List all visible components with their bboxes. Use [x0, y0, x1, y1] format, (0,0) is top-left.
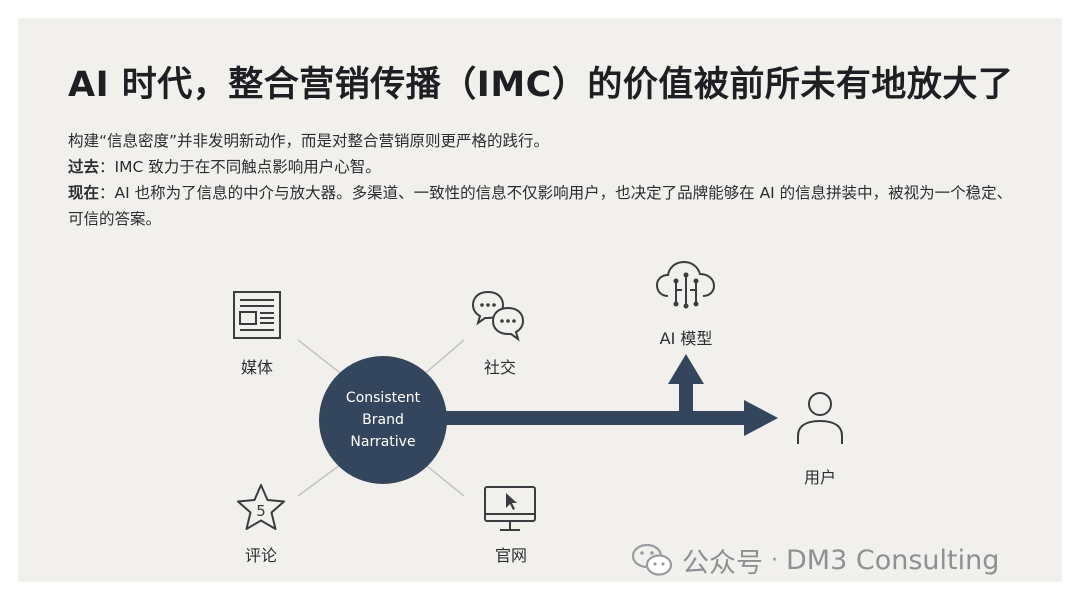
- website-label: 官网: [494, 546, 528, 565]
- wechat-icon: [631, 543, 673, 576]
- past-text: IMC 致力于在不同触点影响用户心智。: [114, 158, 381, 176]
- past-label: 过去: [68, 158, 100, 176]
- main-arrow-shaft: [438, 411, 746, 425]
- brand-narrative-hub: Consistent Brand Narrative: [319, 356, 447, 484]
- ai-model-label: AI 模型: [659, 329, 713, 348]
- user-label: 用户: [803, 468, 837, 487]
- now-label: 现在: [68, 184, 100, 202]
- chat-bubbles-icon: [471, 290, 525, 342]
- now-text: AI 也称为了信息的中介与放大器。多渠道、一致性的信息不仅影响用户，也决定了品牌…: [68, 184, 1013, 228]
- diagram-connectors: [297, 339, 778, 497]
- watermark-dot: ·: [771, 547, 778, 573]
- main-arrow-head: [744, 400, 778, 436]
- now-separator: ：: [99, 184, 115, 202]
- intro-line: 构建“信息密度”并非发明新动作，而是对整合营销原则更严格的践行。: [68, 132, 550, 150]
- past-line: 过去：IMC 致力于在不同触点影响用户心智。: [68, 154, 1018, 180]
- past-separator: ：: [99, 158, 115, 176]
- connector-website: [421, 461, 465, 497]
- star-value: 5: [256, 502, 266, 520]
- watermark-name: DM3 Consulting: [786, 544, 1000, 576]
- star-icon: 5: [237, 484, 285, 530]
- hub-line-3: Narrative: [350, 434, 416, 450]
- monitor-cursor-icon: [484, 486, 536, 531]
- hub-line-1: Consistent: [345, 390, 421, 406]
- connector-social: [421, 339, 465, 377]
- now-line: 现在：AI 也称为了信息的中介与放大器。多渠道、一致性的信息不仅影响用户，也决定…: [68, 180, 1018, 232]
- person-icon: [797, 392, 843, 444]
- watermark-channel: 公众号: [682, 547, 763, 579]
- slide: AI 时代，整合营销传播（IMC）的价值被前所未有地放大了 构建“信息密度”并非…: [18, 18, 1062, 582]
- branch-arrow-head: [668, 354, 704, 384]
- page-title: AI 时代，整合营销传播（IMC）的价值被前所未有地放大了: [68, 65, 1014, 105]
- hub-line-2: Brand: [362, 412, 404, 428]
- media-label: 媒体: [240, 358, 274, 377]
- review-label: 评论: [244, 546, 278, 565]
- social-label: 社交: [483, 358, 517, 377]
- cloud-circuit-icon: [655, 260, 716, 309]
- watermark: 公众号 · DM3 Consulting: [630, 538, 1060, 582]
- body-text: 构建“信息密度”并非发明新动作，而是对整合营销原则更严格的践行。 过去：IMC …: [68, 128, 1018, 232]
- connector-media: [297, 339, 345, 377]
- connector-review: [297, 461, 345, 497]
- newspaper-icon: [233, 291, 281, 339]
- branch-arrow-shaft: [679, 380, 693, 414]
